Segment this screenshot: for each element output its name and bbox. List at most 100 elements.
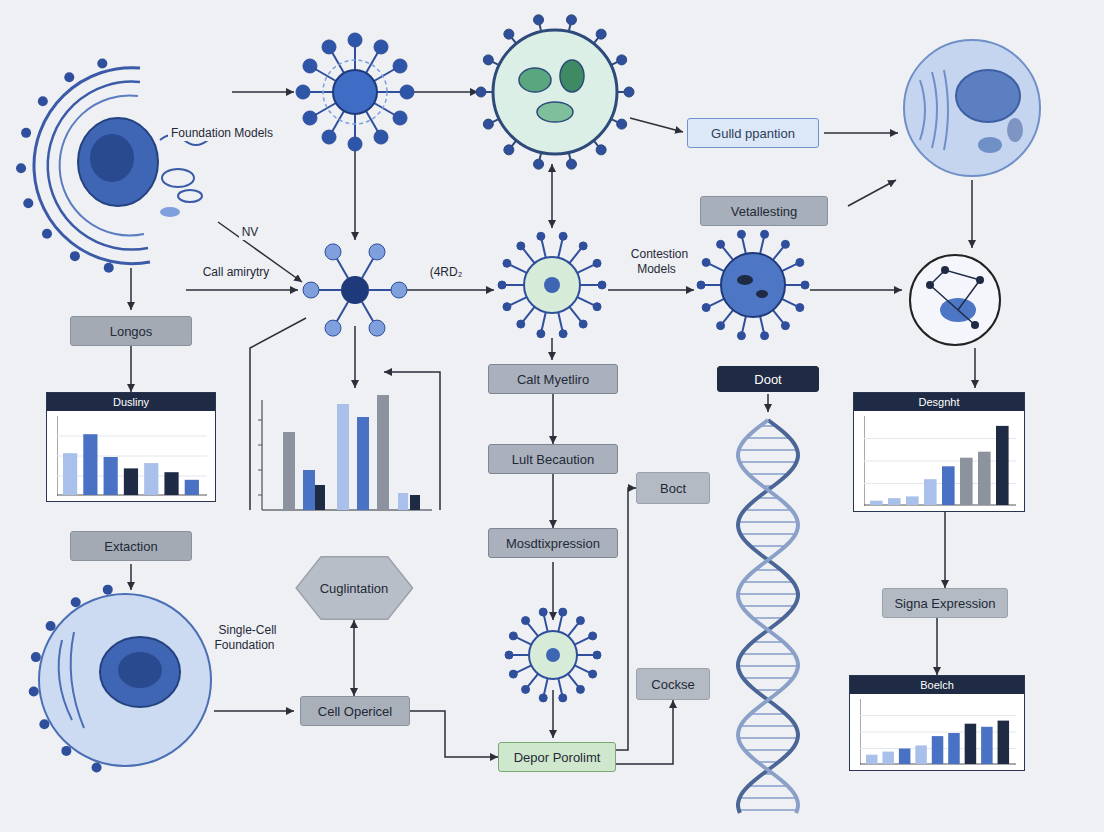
illustration-stroke — [391, 282, 407, 298]
text-label: Single-Cell Foundation — [214, 622, 277, 653]
illustration-stroke — [374, 130, 388, 144]
illustration-stroke — [57, 456, 207, 457]
text-label: NV — [235, 225, 265, 240]
illustration-stroke — [737, 275, 753, 285]
connector-arrow — [936, 618, 938, 675]
connector-arrow — [616, 488, 636, 750]
panel-title: Dusliny — [113, 396, 149, 408]
chart-panel: Desgnht — [853, 392, 1025, 512]
illustration-stroke — [702, 304, 710, 312]
illustration-stroke — [750, 545, 785, 547]
chart-bar — [965, 724, 977, 764]
bar-chart — [250, 318, 440, 510]
illustration-stroke — [303, 59, 317, 73]
illustration-stroke — [864, 483, 1016, 484]
node-label: Cockse — [651, 677, 694, 692]
illustration-stroke — [739, 449, 797, 451]
panel-title: Boelch — [920, 679, 954, 691]
illustration-stroke — [534, 159, 544, 169]
process-box: Signa Expression — [882, 588, 1008, 618]
node-label: Cuglintation — [320, 581, 389, 596]
cell-illustration — [697, 230, 809, 339]
illustration-stroke — [71, 597, 81, 607]
illustration-stroke — [296, 557, 412, 620]
illustration-stroke — [860, 715, 1016, 716]
illustration-stroke — [697, 281, 705, 289]
illustration-stroke — [753, 617, 784, 619]
node-label: Signa Expression — [894, 596, 995, 611]
illustration-stroke — [539, 694, 547, 702]
illustration-stroke — [593, 651, 601, 659]
illustration-stroke — [16, 163, 26, 173]
illustration-stroke — [23, 198, 33, 208]
illustration-stroke — [498, 281, 506, 289]
node-label: Cell Opericel — [318, 704, 392, 719]
illustration-stroke — [737, 230, 745, 238]
connector-arrow — [410, 711, 498, 757]
illustration-stroke — [517, 320, 525, 328]
illustration-stroke — [393, 59, 407, 73]
node-label: Lult Becaution — [512, 452, 594, 467]
illustration-stroke — [761, 230, 769, 238]
illustration-stroke — [717, 322, 725, 330]
chart-bar — [124, 468, 138, 495]
text-label: Call amirytry — [200, 264, 273, 280]
illustration-stroke — [559, 232, 567, 240]
illustration-stroke — [598, 281, 606, 289]
chart-bar — [888, 498, 901, 505]
illustration-stroke — [738, 593, 798, 595]
illustration-stroke — [509, 632, 517, 640]
process-box: Extaction — [70, 531, 192, 561]
cell-illustration — [498, 232, 606, 337]
chart-bar — [915, 745, 927, 764]
chart-bar — [83, 434, 97, 495]
illustration-stroke — [738, 420, 798, 813]
illustration-stroke — [57, 436, 207, 437]
text-label: (4RD₂ — [418, 265, 474, 280]
illustration-stroke — [745, 509, 792, 511]
illustration-stroke — [745, 749, 792, 751]
text-label: Foundation Models — [168, 125, 276, 141]
illustration-stroke — [756, 290, 768, 298]
chart-bar — [924, 479, 937, 505]
process-box: Vetallesting — [700, 196, 828, 226]
connector-arrow — [353, 620, 355, 696]
illustration-stroke — [476, 87, 486, 97]
chart-bar — [882, 752, 894, 764]
illustration-stroke — [761, 332, 769, 340]
illustration-stroke — [29, 687, 39, 697]
illustration-stroke — [303, 111, 317, 125]
illustration-stroke — [864, 505, 1016, 506]
illustration-stroke — [559, 608, 567, 616]
process-box: Cell Opericel — [300, 696, 410, 726]
node-label: Calt Myetliro — [517, 372, 589, 387]
illustration-stroke — [97, 59, 107, 69]
chart-panel: Boelch — [849, 675, 1025, 771]
process-box: Lult Becaution — [488, 444, 618, 474]
chart-bar — [63, 453, 77, 495]
illustration-stroke — [503, 259, 511, 267]
illustration-stroke — [374, 40, 388, 54]
panel-header: Desgnht — [854, 393, 1024, 411]
chart-bar — [932, 736, 944, 764]
illustration-stroke — [393, 111, 407, 125]
illustration-stroke — [796, 304, 804, 312]
illustration-stroke — [743, 581, 793, 583]
illustration-stroke — [748, 473, 787, 475]
panel-header: Dusliny — [47, 393, 215, 411]
chart-bar — [948, 733, 960, 764]
process-box: Longos — [70, 316, 192, 346]
illustration-stroke — [702, 258, 710, 266]
illustration-stroke — [322, 130, 336, 144]
illustration-stroke — [566, 15, 576, 25]
illustration-stroke — [104, 263, 114, 273]
chart-bar — [960, 458, 973, 505]
illustration-stroke — [348, 137, 362, 151]
chart-bar — [996, 426, 1009, 505]
node-label: Depor Porolimt — [514, 750, 601, 765]
text-label: Call amirytry — [181, 265, 291, 280]
connector-arrow — [616, 700, 673, 764]
illustration-stroke — [92, 762, 102, 772]
text-label: Contestion Models — [616, 247, 700, 277]
